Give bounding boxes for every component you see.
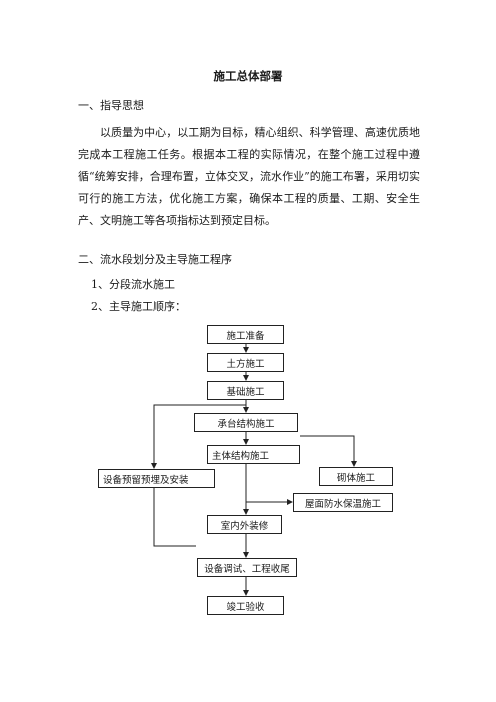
arrow-foundation-equipment	[151, 404, 246, 469]
item-1: 1、分段流水施工	[91, 278, 175, 291]
arrow-to-masonry	[300, 435, 357, 467]
flow-earthwork: 土方施工	[207, 353, 284, 372]
flow-prep: 施工准备	[207, 325, 284, 344]
page-title: 施工总体部署	[213, 69, 283, 83]
flow-acceptance: 竣工验收	[207, 596, 284, 615]
line-equipment-merge	[153, 487, 196, 547]
flow-commissioning: 设备调试、工程收尾	[197, 558, 297, 577]
section1-paragraph: 以质量为中心，以工期为目标，精心组织、科学管理、高速优质地完成本工程施工任务。根…	[78, 126, 420, 227]
section1-heading: 一、指导思想	[78, 99, 144, 112]
flow-main-structure: 主体结构施工	[207, 445, 300, 464]
flow-decoration: 室内外装修	[207, 515, 282, 534]
section2-heading: 二、流水段划分及主导施工程序	[78, 253, 232, 266]
item-2: 2、主导施工顺序：	[91, 300, 186, 313]
flow-equipment-embed: 设备预留预埋及安装	[98, 469, 215, 488]
flow-roof: 屋面防水保温施工	[293, 493, 393, 512]
flow-foundation: 基础施工	[207, 381, 284, 400]
flow-pile-cap: 承台结构施工	[194, 413, 298, 432]
flow-masonry: 砌体施工	[319, 467, 393, 486]
